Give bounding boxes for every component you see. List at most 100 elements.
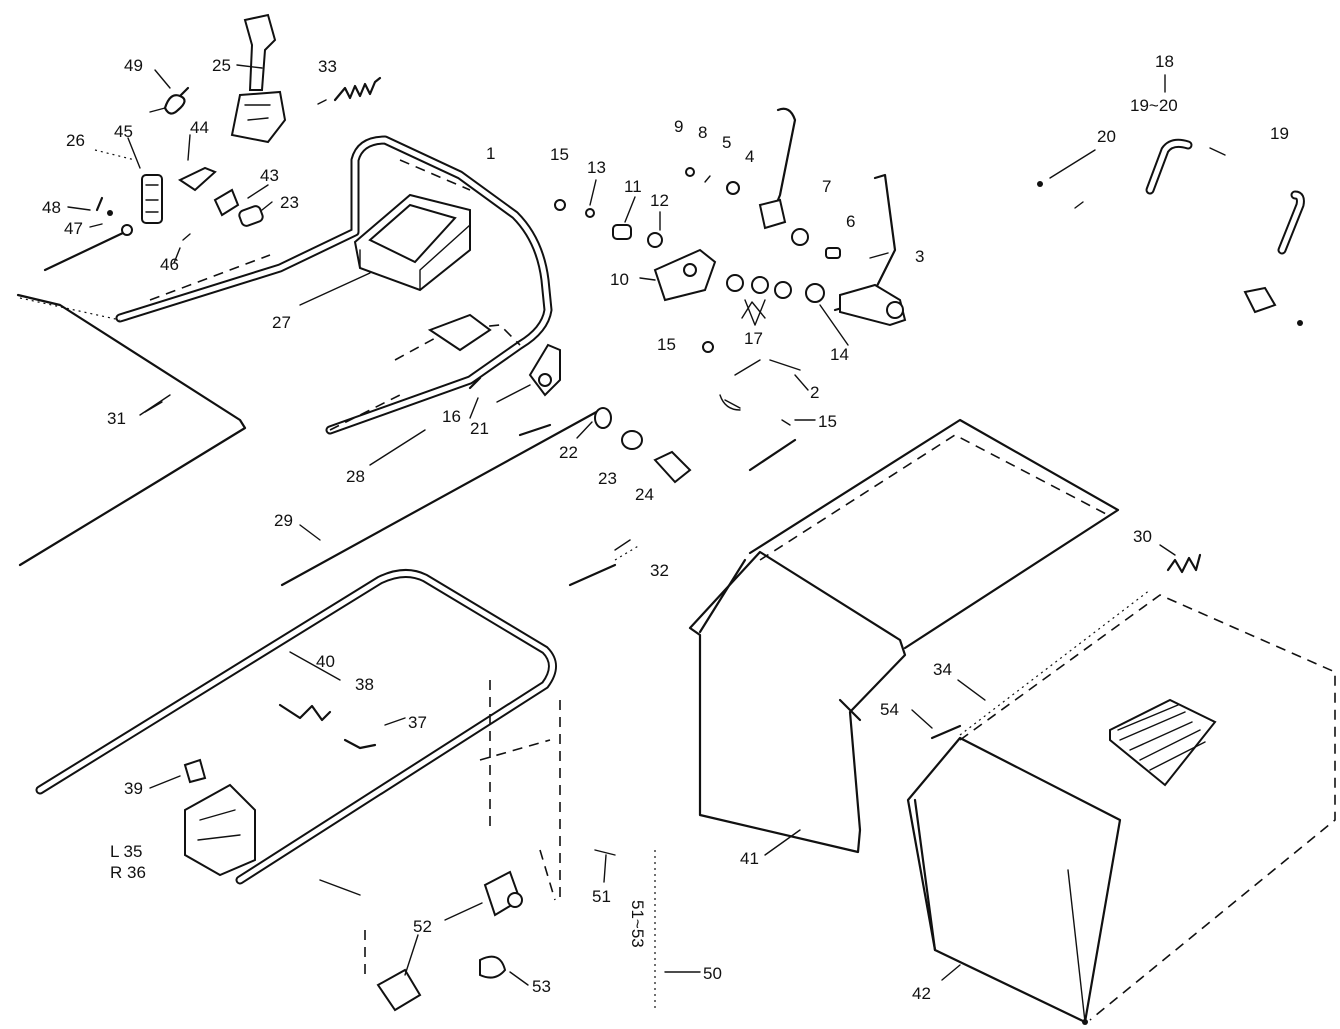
lower-handle [35, 569, 561, 980]
nut-53 [479, 955, 507, 979]
small-parts-right [554, 167, 841, 472]
spring-30 [1166, 553, 1202, 574]
callout-26: 26 [66, 131, 85, 150]
callout-19: 19 [1270, 124, 1289, 143]
callout-48: 48 [42, 198, 61, 217]
callout-11: 11 [624, 177, 642, 196]
upper-handle [115, 135, 553, 435]
callout-19-20: 19~20 [1130, 96, 1178, 115]
callout-20: 20 [1097, 127, 1116, 146]
bushing-23-top [238, 205, 264, 227]
callout-41: 41 [740, 849, 759, 868]
callout-50: 50 [703, 964, 722, 983]
callout-46: 46 [160, 255, 179, 274]
lower-handle-bracket [329, 313, 521, 431]
callout-15-b: 15 [657, 335, 676, 354]
callout-30: 30 [1133, 527, 1152, 546]
rod-34 [959, 589, 1151, 736]
callout-3: 3 [915, 247, 924, 266]
callout-15-c: 15 [818, 412, 837, 431]
callout-37: 37 [408, 713, 427, 732]
grass-bag-42 [906, 594, 1336, 1025]
callout-27: 27 [272, 313, 291, 332]
callout-47: 47 [64, 219, 83, 238]
clip-52-lower [376, 968, 422, 1012]
callout-17: 17 [744, 329, 763, 348]
control-box [353, 193, 471, 292]
callout-49: 49 [124, 56, 143, 75]
callout-24: 24 [635, 485, 654, 504]
shift-lever [230, 13, 287, 144]
callout-38: 38 [355, 675, 374, 694]
bag-frame-41 [688, 418, 1120, 854]
callout-15-a: 15 [550, 145, 569, 164]
wheel-bracket-35-36 [184, 783, 256, 877]
callout-28: 28 [346, 467, 365, 486]
lever-44 [177, 166, 217, 192]
bag-handle-18 [1037, 138, 1305, 326]
callout-34: 34 [933, 660, 952, 679]
pivot-21 [528, 343, 561, 397]
callout-6: 6 [846, 212, 855, 231]
bracket-45 [141, 174, 163, 224]
callout-21: 21 [470, 419, 489, 438]
callout-54: 54 [880, 700, 899, 719]
callout-53: 53 [532, 977, 551, 996]
clip-26 [94, 149, 136, 161]
spring-49 [149, 86, 190, 115]
bracket-10 [653, 248, 717, 302]
callout-13: 13 [587, 158, 606, 177]
callout-12: 12 [650, 191, 669, 210]
spring-39 [183, 758, 207, 784]
callout-25: 25 [212, 56, 231, 75]
part-43 [213, 188, 240, 217]
washer-22 [594, 407, 612, 429]
callout-23-top: 23 [280, 193, 299, 212]
callout-33: 33 [318, 57, 337, 76]
callout-16: 16 [442, 407, 461, 426]
clip-46 [182, 233, 191, 241]
spring-33 [317, 76, 382, 105]
callout-1: 1 [486, 144, 495, 163]
callout-31: 31 [107, 409, 126, 428]
lever-3 [833, 173, 907, 327]
lever-4 [758, 107, 797, 230]
callout-39: 39 [124, 779, 143, 798]
callout-51-53: 51~53 [628, 900, 647, 948]
rod-32 [568, 544, 641, 587]
callout-43: 43 [260, 166, 279, 185]
callout-labels: 49 25 33 45 44 26 43 23 48 47 46 1 27 31… [42, 52, 1289, 1003]
callout-23: 23 [598, 469, 617, 488]
pin-48-47 [95, 196, 113, 216]
callout-40: 40 [316, 652, 335, 671]
callout-5: 5 [722, 133, 731, 152]
callout-8: 8 [698, 123, 707, 142]
callout-22: 22 [559, 443, 578, 462]
leader-lines [67, 64, 1226, 986]
knob-52 [483, 870, 523, 917]
callout-42: 42 [912, 984, 931, 1003]
callout-4: 4 [745, 147, 754, 166]
callout-9: 9 [674, 117, 683, 136]
callout-36: R 36 [110, 863, 146, 882]
bolt-51 [594, 849, 656, 1010]
callout-18: 18 [1155, 52, 1174, 71]
bolt-16 [468, 376, 482, 390]
bushing-23 [621, 430, 643, 450]
callout-51: 51 [592, 887, 611, 906]
callout-35: L 35 [110, 842, 142, 861]
spring-37 [278, 703, 377, 750]
callout-29: 29 [274, 511, 293, 530]
callout-44: 44 [190, 118, 209, 137]
callout-7: 7 [822, 177, 831, 196]
rod-29 [280, 408, 602, 587]
shift-cable-31 [16, 224, 247, 567]
callout-2: 2 [810, 383, 819, 402]
callout-45: 45 [114, 122, 133, 141]
callout-10: 10 [610, 270, 629, 289]
sleeve-24 [653, 450, 692, 484]
callout-14: 14 [830, 345, 849, 364]
callout-52: 52 [413, 917, 432, 936]
callout-32: 32 [650, 561, 669, 580]
